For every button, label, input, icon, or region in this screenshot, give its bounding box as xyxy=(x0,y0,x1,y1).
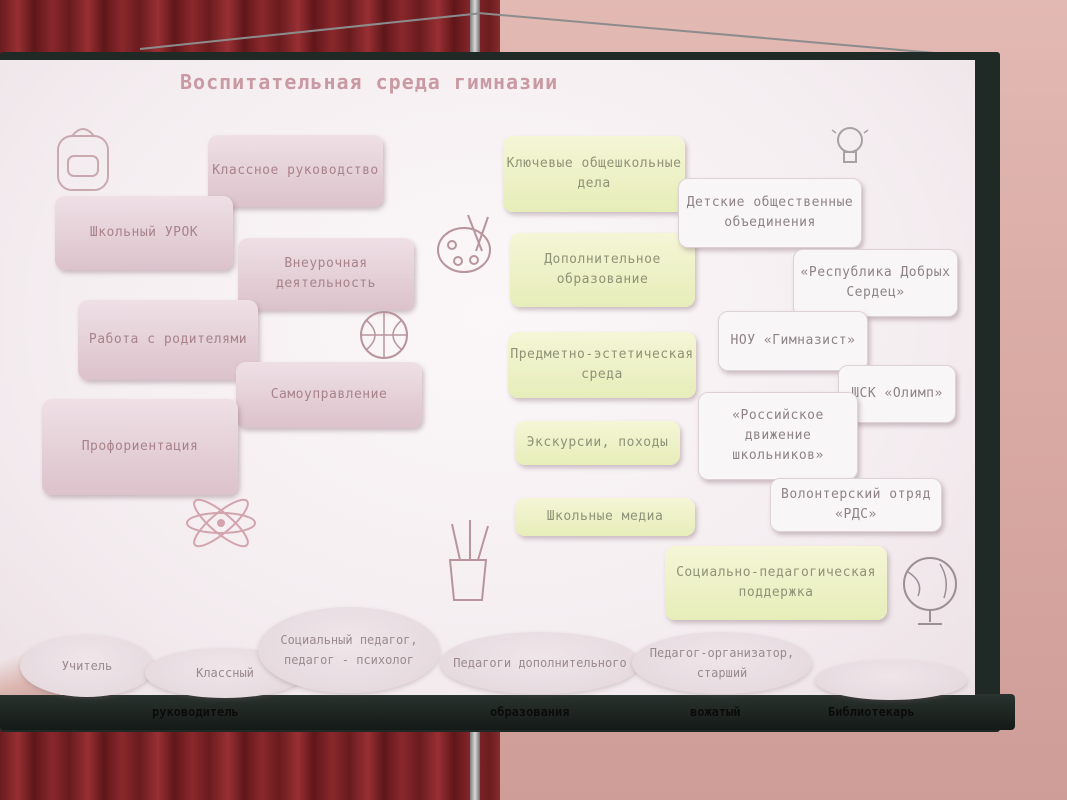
box-self-government: Самоуправление xyxy=(236,362,422,428)
oval-additional-education-teachers: Педагоги дополнительного xyxy=(440,632,640,694)
oval-social-pedagogue: Социальный педагог, педагог - психолог xyxy=(258,607,440,693)
bar-text: руководитель xyxy=(152,705,239,719)
basketball-icon xyxy=(360,311,408,359)
bar-text: образования xyxy=(490,705,570,719)
pencil-cup-icon xyxy=(448,520,489,601)
box-extracurricular: Внеурочная деятельность xyxy=(238,238,414,310)
palette-icon xyxy=(437,214,491,273)
box-volunteer-squad: Волонтерский отряд «РДС» xyxy=(770,478,942,532)
box-shsk-olimp: ШСК «Олимп» xyxy=(838,365,956,423)
box-parents: Работа с родителями xyxy=(78,300,258,380)
box-republic-good-hearts: «Республика Добрых Сердец» xyxy=(793,249,958,317)
box-school-media: Школьные медиа xyxy=(515,498,695,536)
box-class-guidance: Классное руководство xyxy=(208,135,383,207)
box-school-lesson: Школьный УРОК xyxy=(55,196,233,270)
box-aesthetic-environment: Предметно-эстетическая среда xyxy=(508,332,696,398)
oval-teacher: Учитель xyxy=(20,635,154,697)
oval-organizer: Педагог-организатор, старший xyxy=(632,632,812,694)
backpack-icon xyxy=(57,128,109,191)
box-excursions: Экскурсии, походы xyxy=(515,421,680,465)
lightbulb-icon xyxy=(831,127,869,163)
screen-bottom-bar xyxy=(0,694,1015,730)
box-career-guidance: Профориентация xyxy=(42,399,238,495)
globe-icon xyxy=(903,557,957,625)
oval-librarian xyxy=(815,660,967,700)
slide-title: Воспитательная среда гимназии xyxy=(180,70,559,94)
bar-text: Библиотекарь xyxy=(828,705,915,719)
box-key-school-events: Ключевые общешкольные дела xyxy=(503,136,685,212)
box-russian-schoolchildren-movement: «Российское движение школьников» xyxy=(698,392,858,480)
atom-icon xyxy=(186,498,256,548)
box-nou-gimnazist: НОУ «Гимназист» xyxy=(718,311,868,371)
box-social-pedagogical-support: Социально-педагогическая поддержка xyxy=(665,546,887,620)
box-children-associations: Детские общественные объединения xyxy=(678,178,862,248)
box-additional-education: Дополнительное образование xyxy=(510,233,695,307)
bar-text: вожатый xyxy=(690,705,741,719)
